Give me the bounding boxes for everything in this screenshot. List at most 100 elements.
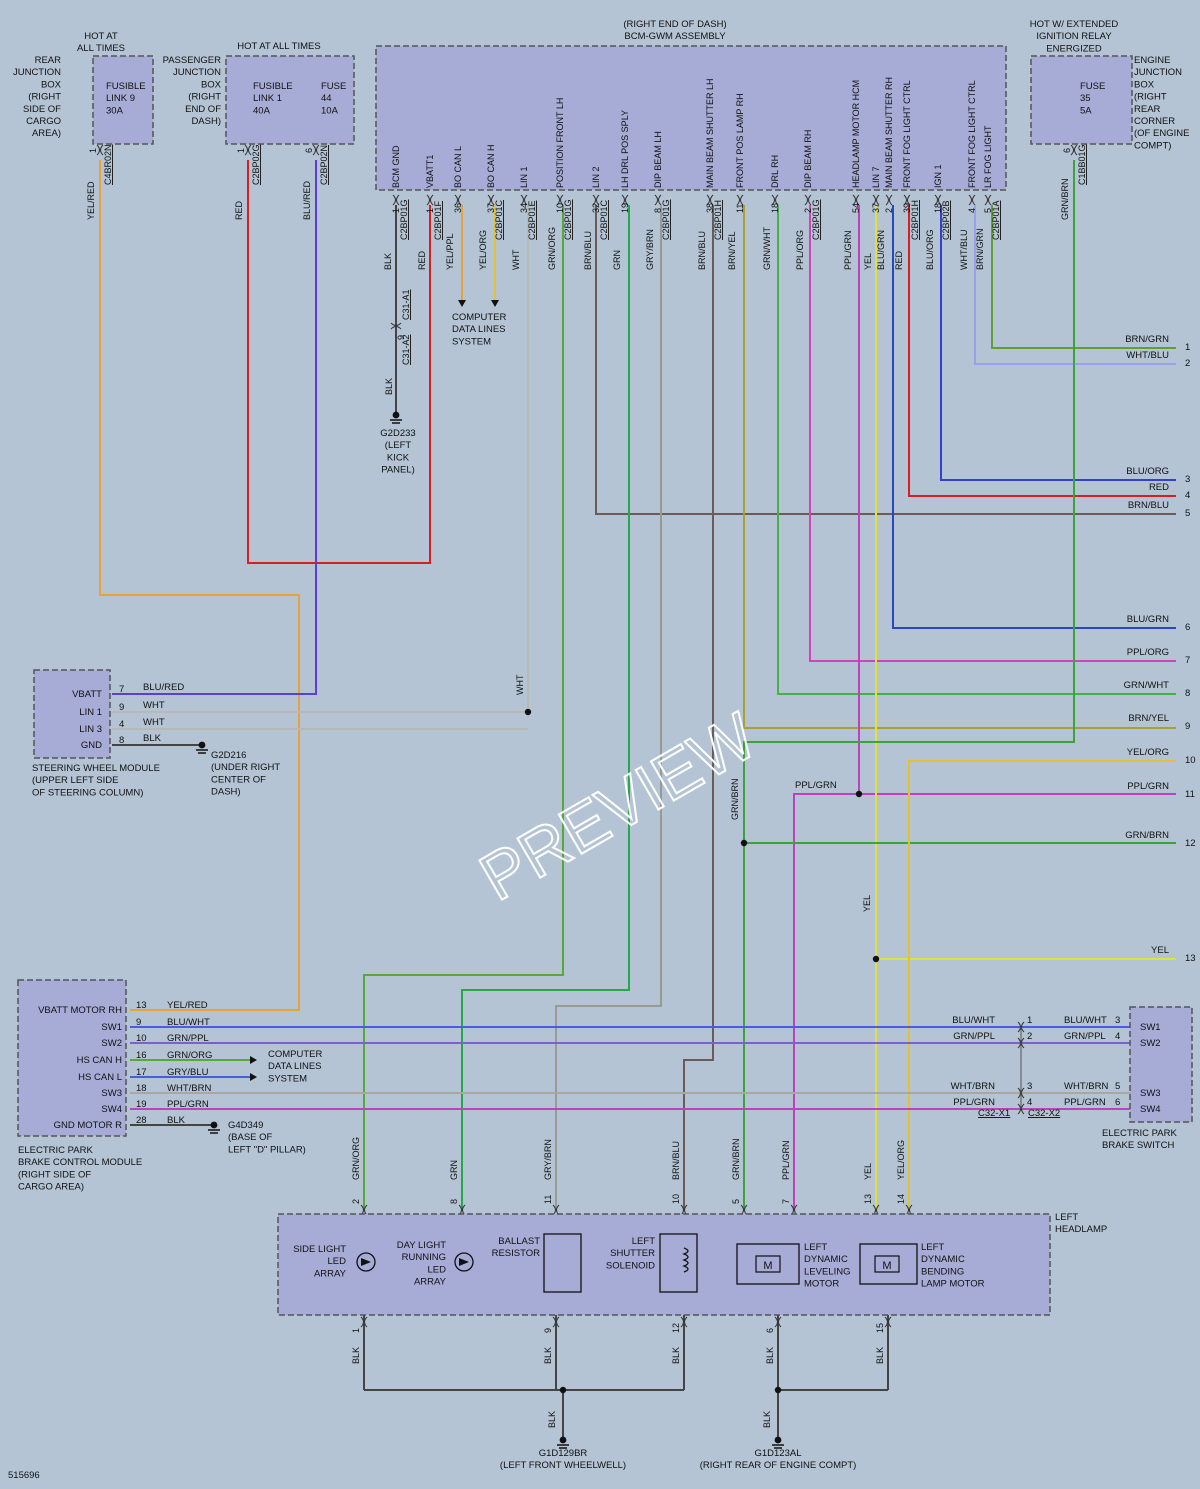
g2d233-label: (LEFT	[385, 440, 412, 451]
bcm-connector-id: C2BP01A	[991, 200, 1001, 240]
epb-wire-label: PPL/GRN	[167, 1099, 209, 1110]
right-wire-label: BRN/BLU	[1128, 500, 1169, 511]
epb-pin-number: 13	[136, 1000, 147, 1011]
epb-pin-number: 16	[136, 1050, 147, 1061]
jb-pin-number: 6	[1062, 148, 1072, 153]
headlamp-bottom-connector	[360, 1316, 368, 1328]
bcm-wire-label: BLU/ORG	[925, 229, 935, 270]
epb-pin-number: 18	[136, 1083, 147, 1094]
jb-pin-number: 1	[88, 148, 98, 153]
g2d216-ground	[198, 741, 206, 749]
bending-motor-label: LEFT	[921, 1242, 944, 1253]
swm-pin-name: LIN 3	[79, 724, 102, 735]
bending-motor-label: BENDING	[921, 1266, 964, 1277]
bcm-connector-symbol	[903, 194, 911, 206]
bending-motor-icon	[859, 1243, 918, 1285]
bcm-connector-id: C2BP01E	[527, 200, 537, 240]
headlamp-wire-label: GRY/BRN	[543, 1139, 553, 1180]
bcm-wire-label: GRN/ORG	[547, 227, 557, 270]
right-connector-number: 7	[1185, 655, 1190, 666]
lin-wire-label: WHT	[515, 674, 525, 695]
wire-ppl-org-7	[809, 205, 1176, 662]
electric-park-brake-switch	[1129, 1006, 1193, 1123]
fusible-link-1-label: LINK 1	[253, 93, 282, 104]
bcm-pin-name: LH DRL POS SPLY	[620, 110, 630, 188]
bcm-wire-label: BLK	[383, 253, 393, 270]
epb-pin-name: SW4	[101, 1104, 122, 1115]
wire-blu-grn-6	[892, 205, 1176, 629]
swm-wire-label: BLK	[143, 733, 162, 744]
headlamp-ground-pin: 1	[351, 1328, 361, 1333]
right-wire-label: BRN/GRN	[1125, 334, 1169, 345]
jb-connector-symbol	[96, 144, 104, 156]
g2d216-label: DASH)	[211, 787, 241, 798]
passenger-junction-box-label: JUNCTION	[173, 67, 221, 78]
epb-pin-number: 10	[136, 1033, 147, 1044]
right-connector-number: 2	[1185, 358, 1190, 369]
right-wire-label: RED	[1149, 482, 1169, 493]
bcm-connector-symbol	[984, 194, 992, 206]
right-wire-label: BLU/ORG	[1126, 466, 1169, 477]
bcm-connector-symbol	[771, 194, 779, 206]
bcm-connector-symbol	[426, 194, 434, 206]
epb-title: (RIGHT SIDE OF	[18, 1169, 91, 1180]
bcm-pin-number: 10	[555, 203, 565, 213]
g4d349-ground	[210, 1121, 218, 1129]
headlamp-ground-wire-label: BLK	[671, 1347, 681, 1364]
shutter-solenoid-icon	[659, 1233, 698, 1293]
hot-extended-ignition-label: HOT W/ EXTENDED	[1030, 19, 1119, 30]
jb-pin-number: 1	[236, 148, 246, 153]
computer-data-lines-label: COMPUTER	[268, 1049, 323, 1060]
bcm-pin-name: DIP BEAM RH	[803, 130, 813, 188]
bcm-pin-name: LR FOG LIGHT	[983, 125, 993, 188]
bcm-pin-number: 1	[425, 208, 435, 213]
bcm-wire-label: PPL/GRN	[843, 230, 853, 270]
bcm-connector-symbol	[454, 194, 462, 206]
computer-data-lines-label: DATA LINES	[452, 324, 506, 335]
epbs-pin-number: 3	[1027, 1081, 1032, 1092]
bcm-pin-number: 32	[591, 203, 601, 213]
headlamp-ground-pin: 9	[543, 1328, 553, 1333]
side-light-label: ARRAY	[314, 1268, 347, 1279]
epb-wire-label: GRN/PPL	[167, 1033, 209, 1044]
jb-connector-id: C2BP02N	[319, 145, 329, 185]
swm-pin-number: 9	[119, 702, 124, 713]
bcm-connector-id: C2BP01C	[494, 199, 504, 240]
epbs-pin-number: 1	[1027, 1015, 1032, 1026]
wire-brn-blu-shutter	[683, 205, 714, 1210]
bcm-connector-id: C2BP01H	[910, 200, 920, 240]
wire-grn-drl	[461, 205, 630, 1210]
bcm-pin-name: POSITION FRONT LH	[555, 98, 565, 188]
rear-junction-box-label: BOX	[41, 79, 62, 90]
swm-pin-number: 4	[119, 719, 124, 730]
bcm-pin-name: MAIN BEAM SHUTTER RH	[884, 77, 894, 188]
bending-motor-label: DYNAMIC	[921, 1254, 965, 1265]
wire-yel-org-10	[908, 760, 1176, 1210]
passenger-junction-box-label: END OF	[185, 104, 221, 115]
rear-junction-box-label: SIDE OF	[23, 104, 61, 115]
headlamp-ground-pin: 12	[671, 1323, 681, 1333]
electric-park-brake-control-module	[17, 979, 127, 1137]
can-arrow	[250, 1073, 257, 1081]
bcm-pin-name: DIP BEAM LH	[653, 131, 663, 188]
bcm-gwm-assembly	[375, 45, 1007, 191]
leveling-motor-label: LEFT	[804, 1242, 827, 1253]
ballast-resistor-label: RESISTOR	[492, 1248, 541, 1259]
g4d349-label: LEFT "D" PILLAR)	[228, 1144, 306, 1155]
epbs-wire-label: BLU/WHT	[1064, 1015, 1107, 1026]
headlamp-wire-label: YEL/ORG	[896, 1140, 906, 1180]
wire-grn-wht-8	[777, 205, 1176, 695]
epbs-wire-label: BLU/WHT	[952, 1015, 995, 1026]
computer-data-lines-label: COMPUTER	[452, 312, 507, 323]
bcm-pin-number: 5	[983, 208, 993, 213]
bcm-wire-label: BRN/YEL	[727, 231, 737, 270]
bcm-pin-name: BO CAN L	[453, 146, 463, 188]
right-connector-number: 5	[1185, 508, 1190, 519]
g1d129br-label: G1D129BR	[539, 1448, 588, 1459]
epb-pin-name: SW1	[101, 1022, 122, 1033]
bcm-pin-number: 11	[735, 204, 745, 213]
epbs-wire-label: GRN/PPL	[953, 1031, 995, 1042]
bcm-pin-number: 34	[519, 203, 529, 213]
headlamp-ground-pin: 15	[875, 1323, 885, 1333]
side-light-led-icon	[356, 1252, 376, 1272]
